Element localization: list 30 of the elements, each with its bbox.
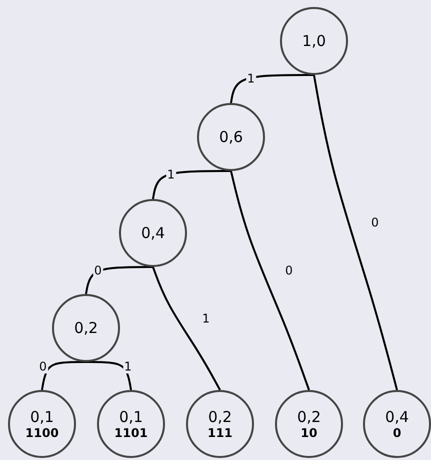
node-code: 1101 bbox=[114, 426, 148, 440]
edge-label: 1 bbox=[166, 168, 176, 182]
node-weight: 0,1 bbox=[119, 408, 143, 426]
tree-edge bbox=[86, 361, 132, 390]
node-code: 0 bbox=[392, 426, 402, 440]
edge-label: 1 bbox=[246, 72, 256, 86]
edge-label: 0 bbox=[370, 216, 380, 230]
tree-edge bbox=[230, 170, 310, 390]
node-code: 10 bbox=[300, 426, 318, 440]
node-weight: 0,2 bbox=[297, 408, 321, 426]
edge-label: 0 bbox=[284, 264, 294, 278]
tree-edge bbox=[41, 361, 86, 390]
node-weight: 0,6 bbox=[219, 128, 243, 146]
tree-edge bbox=[152, 170, 231, 200]
tree-edge bbox=[230, 74, 314, 104]
tree-edge bbox=[152, 266, 221, 390]
node-weight: 0,4 bbox=[141, 224, 165, 242]
tree-edge bbox=[85, 266, 153, 294]
node-weight: 0,2 bbox=[208, 408, 232, 426]
node-weight: 0,1 bbox=[30, 408, 54, 426]
node-code: 111 bbox=[207, 426, 233, 440]
node-weight: 0,2 bbox=[74, 320, 98, 336]
node-code: 1100 bbox=[25, 426, 59, 440]
edge-label: 0 bbox=[93, 264, 103, 278]
node-weight: 1,0 bbox=[302, 32, 326, 50]
node-weight: 0,4 bbox=[385, 408, 409, 426]
tree-edge bbox=[313, 74, 398, 390]
edge-label: 0 bbox=[38, 360, 48, 374]
edge-label: 1 bbox=[201, 312, 211, 326]
edge-label: 1 bbox=[123, 360, 133, 374]
